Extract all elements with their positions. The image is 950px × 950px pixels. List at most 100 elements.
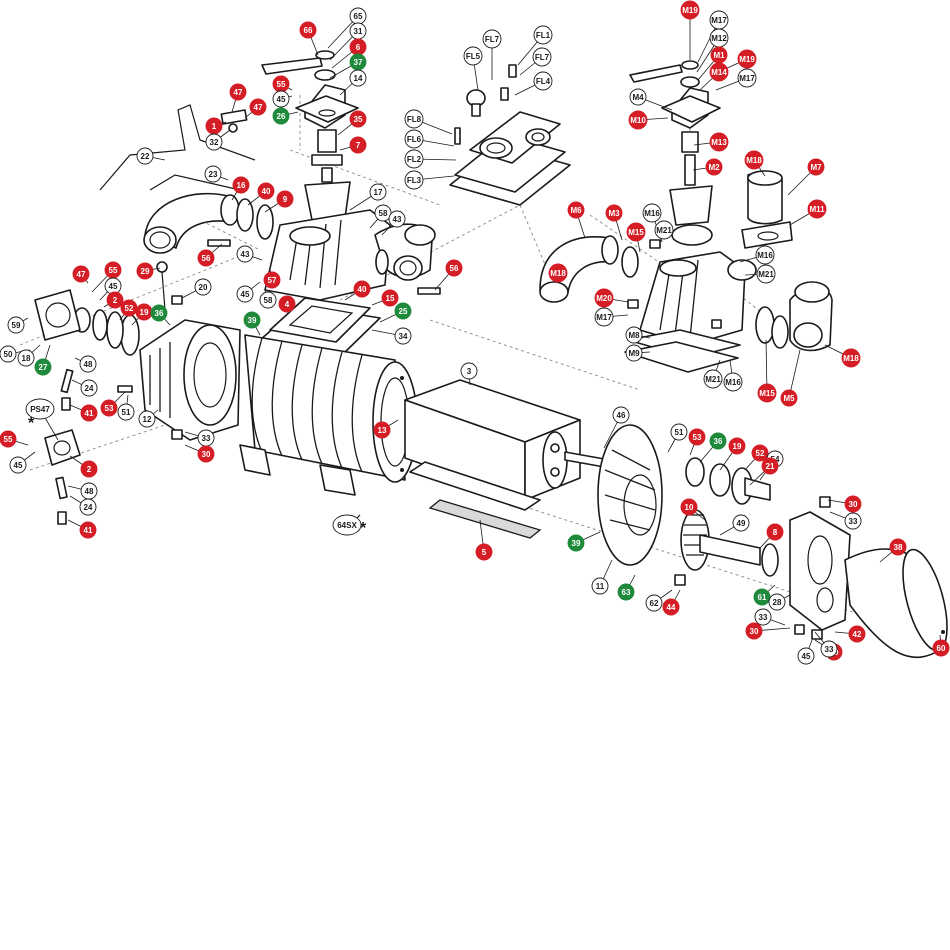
callout-number: M18 xyxy=(843,354,859,363)
pump-main-body xyxy=(239,334,418,496)
callout-circle xyxy=(80,460,98,478)
gear-cover xyxy=(789,496,851,640)
callout-number: 14 xyxy=(354,74,363,83)
left-end-cover xyxy=(34,289,241,441)
part-callout: 53 xyxy=(688,428,706,446)
callout-number: 31 xyxy=(354,27,363,36)
part-callout: 43 xyxy=(236,245,254,263)
callout-number: 43 xyxy=(393,215,402,224)
callout-circle xyxy=(150,304,168,322)
callout-number: M9 xyxy=(628,349,640,358)
callout-number: 4 xyxy=(285,300,290,309)
callout-number: 39 xyxy=(572,539,581,548)
discharge-fittings-right xyxy=(741,170,793,249)
callout-number: 25 xyxy=(399,307,408,316)
part-callout: M6 xyxy=(567,201,585,219)
callout-number: M7 xyxy=(810,163,822,172)
callout-circle xyxy=(381,289,399,307)
callout-circle xyxy=(780,389,798,407)
part-callout: M4 xyxy=(629,88,647,106)
callout-number: 50 xyxy=(4,350,13,359)
callout-number: 32 xyxy=(210,138,219,147)
callout-number: 60 xyxy=(937,644,946,653)
callout-circle xyxy=(232,176,250,194)
part-callout: 16 xyxy=(232,176,250,194)
callout-number: 62 xyxy=(650,599,659,608)
callout-circle xyxy=(709,62,729,82)
callout-circle xyxy=(645,594,663,612)
callout-number: 46 xyxy=(617,411,626,420)
part-callout: 58 xyxy=(374,204,392,222)
part-callout: 24 xyxy=(80,379,98,397)
part-callout: 41 xyxy=(79,521,97,539)
callout-circle xyxy=(80,404,98,422)
callout-circle xyxy=(889,538,907,556)
callout-circle xyxy=(475,543,493,561)
part-callout: 64SX xyxy=(332,514,362,536)
callout-circle xyxy=(628,110,648,130)
callout-circle xyxy=(751,444,769,462)
callout-number: 6 xyxy=(356,43,361,52)
callout-circle xyxy=(80,379,98,397)
part-callout: M12 xyxy=(709,28,729,48)
callout-number: 65 xyxy=(354,12,363,21)
part-callout: 46 xyxy=(612,406,630,424)
part-callout: 49 xyxy=(732,514,750,532)
part-callout: 48 xyxy=(79,355,97,373)
callout-circle xyxy=(106,291,124,309)
part-callout: FL8 xyxy=(404,109,424,129)
part-callout: M18 xyxy=(548,263,568,283)
callout-circle xyxy=(605,204,623,222)
part-callout: M16 xyxy=(642,203,662,223)
callout-circle xyxy=(404,129,424,149)
callout-number: M16 xyxy=(725,378,741,387)
callout-number: M10 xyxy=(630,116,646,125)
part-callout: M19 xyxy=(680,0,700,20)
callout-number: 30 xyxy=(849,500,858,509)
callout-number: FL1 xyxy=(536,31,551,40)
callout-number: 56 xyxy=(450,264,459,273)
callout-number: 22 xyxy=(141,152,150,161)
callout-circle xyxy=(626,222,646,242)
part-callout: 44 xyxy=(662,598,680,616)
callout-number: 48 xyxy=(85,487,94,496)
callout-number: 48 xyxy=(84,360,93,369)
callout-circle xyxy=(567,201,585,219)
callout-number: 44 xyxy=(667,603,676,612)
callout-number: 63 xyxy=(622,588,631,597)
callout-number: 51 xyxy=(122,408,131,417)
callout-number: 16 xyxy=(237,181,246,190)
callout-circle xyxy=(25,398,55,420)
callout-circle xyxy=(34,358,52,376)
callout-circle xyxy=(732,514,750,532)
part-callout: 37 xyxy=(349,53,367,71)
part-callout: 19 xyxy=(135,303,153,321)
part-callout: M20 xyxy=(594,288,614,308)
callout-circle xyxy=(548,263,568,283)
part-callout: 25 xyxy=(394,302,412,320)
part-callout: M13 xyxy=(709,132,729,152)
callout-number: 43 xyxy=(241,250,250,259)
asterisk-ps47: * xyxy=(28,415,35,432)
callout-number: M13 xyxy=(711,138,727,147)
callout-circle xyxy=(249,98,267,116)
callout-circle xyxy=(642,203,662,223)
callout-number: 34 xyxy=(399,332,408,341)
callout-circle xyxy=(404,149,424,169)
part-callout: 2 xyxy=(80,460,98,478)
part-callout: 56 xyxy=(445,259,463,277)
part-callout: 47 xyxy=(229,83,247,101)
callout-circle xyxy=(737,68,757,88)
callout-number: 2 xyxy=(113,296,118,305)
callout-number: 58 xyxy=(264,296,273,305)
callout-circle xyxy=(7,316,25,334)
part-callout: 32 xyxy=(205,133,223,151)
part-callout: 58 xyxy=(259,291,277,309)
callout-circle xyxy=(629,88,647,106)
part-callout: FL5 xyxy=(463,46,483,66)
lubrication-pipe xyxy=(99,104,256,191)
part-callout: FL7 xyxy=(532,47,552,67)
part-callout: 2 xyxy=(106,291,124,309)
callout-circle xyxy=(349,69,367,87)
